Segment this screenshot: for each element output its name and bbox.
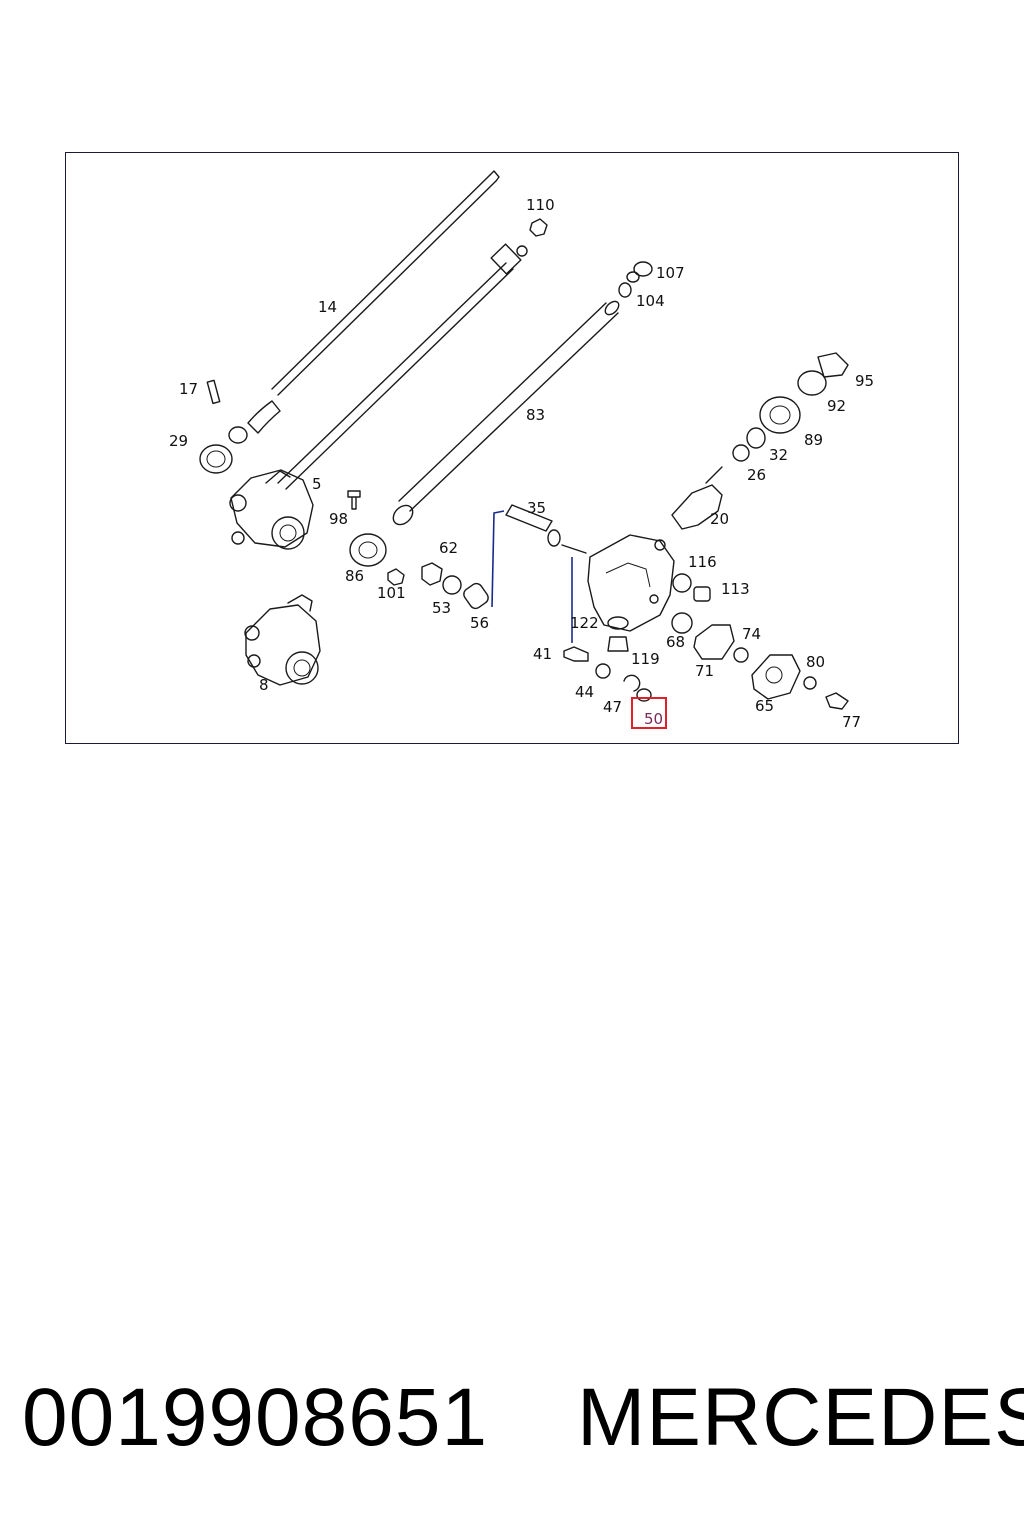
callout-68: 68 [666, 633, 685, 651]
callout-107: 107 [656, 264, 685, 282]
callout-83: 83 [526, 406, 545, 424]
parts-middle-left [347, 490, 489, 610]
callout-53: 53 [432, 599, 451, 617]
gearbox-upper-drawing [229, 469, 314, 550]
callout-8: 8 [259, 676, 269, 694]
callout-71: 71 [695, 662, 714, 680]
callout-41: 41 [533, 645, 552, 663]
callout-44: 44 [575, 683, 594, 701]
callout-110: 110 [526, 196, 555, 214]
callout-95: 95 [855, 372, 874, 390]
highlight-box-50 [631, 697, 667, 729]
callout-62: 62 [439, 539, 458, 557]
callout-5: 5 [312, 475, 322, 493]
callout-56: 56 [470, 614, 489, 632]
callout-101: 101 [377, 584, 406, 602]
callout-77: 77 [842, 713, 861, 731]
parts-right-middle [671, 573, 749, 663]
part-number: 0019908651 [22, 1372, 489, 1463]
callout-32: 32 [769, 446, 788, 464]
parts-17-29 [199, 379, 281, 474]
leader-lines [491, 510, 573, 643]
parts-bottom-middle [563, 616, 652, 702]
diagram-drawing: 110 14 107 104 17 95 83 92 29 89 32 5 26… [169, 170, 874, 731]
part-83-bar-drawing [392, 300, 620, 526]
part-5-shaft-drawing [277, 243, 528, 490]
callout-98: 98 [329, 510, 348, 528]
callout-122: 122 [570, 614, 599, 632]
part-35-shaft-drawing [505, 504, 587, 554]
callout-80: 80 [806, 653, 825, 671]
callout-89: 89 [804, 431, 823, 449]
exploded-parts-diagram: 110 14 107 104 17 95 83 92 29 89 32 5 26… [65, 152, 959, 744]
callout-50-highlighted[interactable]: 50 [644, 710, 663, 728]
small-parts-top [529, 218, 653, 298]
callout-74: 74 [742, 625, 761, 643]
gearbox-lower-drawing [244, 594, 321, 686]
part-14-shaft-drawing [271, 170, 500, 396]
callout-104: 104 [636, 292, 665, 310]
part-caption: 0019908651 MERCEDES [22, 1368, 1024, 1468]
callout-92: 92 [827, 397, 846, 415]
callout-35: 35 [527, 499, 546, 517]
callout-14: 14 [318, 298, 337, 316]
callout-65: 65 [755, 697, 774, 715]
callout-113: 113 [721, 580, 750, 598]
parts-right-upper [671, 352, 849, 530]
brand-name: MERCEDES [577, 1372, 1024, 1463]
callout-47: 47 [603, 698, 622, 716]
callout-17: 17 [179, 380, 198, 398]
callout-20: 20 [710, 510, 729, 528]
callout-26: 26 [747, 466, 766, 484]
parts-bottom-right [751, 654, 849, 710]
callout-29: 29 [169, 432, 188, 450]
steering-box-housing-drawing [587, 534, 675, 632]
callout-86: 86 [345, 567, 364, 585]
callout-116: 116 [688, 553, 717, 571]
callout-119: 119 [631, 650, 660, 668]
